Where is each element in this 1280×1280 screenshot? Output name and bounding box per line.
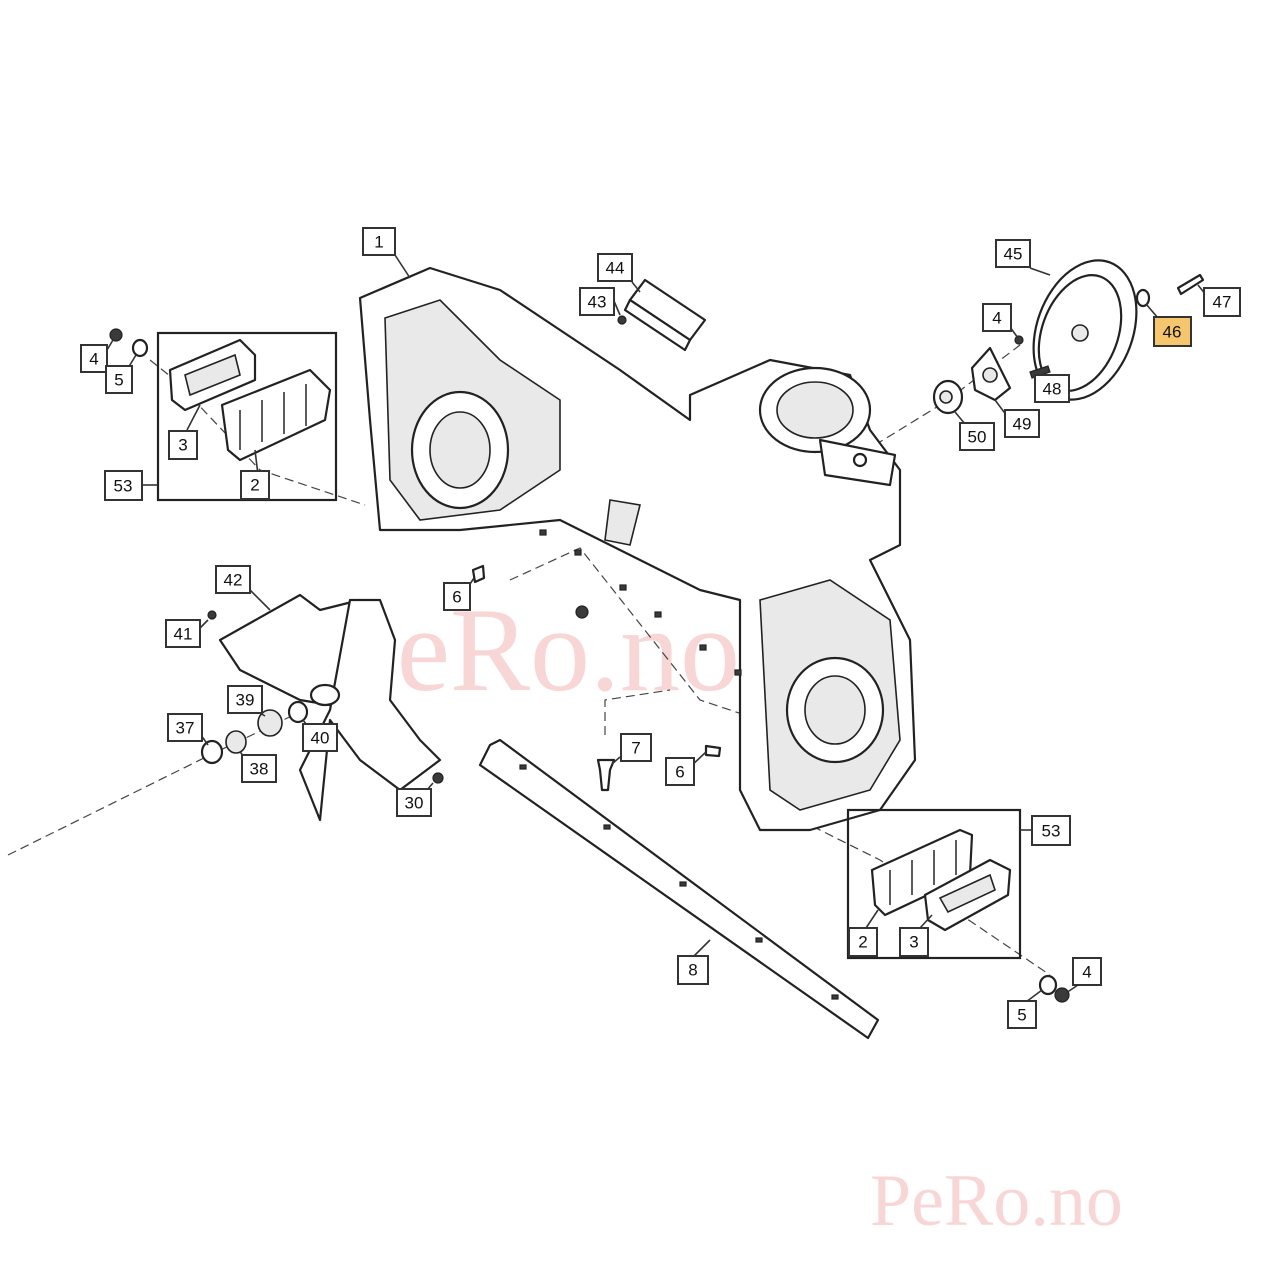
part-38-bearing — [225, 730, 247, 754]
callout-1: 1 — [362, 227, 396, 256]
svg-text:53: 53 — [1042, 822, 1061, 841]
nut-right — [1054, 987, 1070, 1003]
part-45-pulley — [1032, 259, 1138, 401]
svg-text:4: 4 — [89, 350, 98, 369]
svg-text:8: 8 — [688, 961, 697, 980]
svg-text:38: 38 — [250, 760, 269, 779]
svg-text:45: 45 — [1004, 245, 1023, 264]
svg-text:4: 4 — [992, 309, 1001, 328]
svg-text:42: 42 — [224, 571, 243, 590]
svg-text:5: 5 — [114, 371, 123, 390]
svg-text:3: 3 — [909, 933, 918, 952]
part-6-bolt-a — [471, 564, 486, 584]
center-watermark: PeRo.no — [330, 583, 740, 716]
svg-text:41: 41 — [174, 625, 193, 644]
svg-text:53: 53 — [114, 477, 133, 496]
svg-text:39: 39 — [236, 691, 255, 710]
svg-text:30: 30 — [405, 794, 424, 813]
callout-2-right: 2 — [848, 927, 878, 957]
callout-39: 39 — [227, 685, 263, 714]
callout-4-right: 4 — [1072, 957, 1102, 986]
callout-5-left: 5 — [105, 365, 133, 394]
callout-47: 47 — [1203, 287, 1241, 317]
callout-6-lower: 6 — [665, 757, 695, 786]
svg-text:37: 37 — [176, 719, 195, 738]
svg-text:43: 43 — [588, 293, 607, 312]
svg-text:5: 5 — [1017, 1006, 1026, 1025]
scraper-bar — [478, 738, 880, 1040]
kit-box-53-right — [846, 808, 1022, 960]
svg-text:47: 47 — [1213, 293, 1232, 312]
svg-text:50: 50 — [968, 428, 987, 447]
svg-text:6: 6 — [675, 763, 684, 782]
corner-watermark: PeRo.no — [870, 1160, 1123, 1242]
callout-3-right: 3 — [899, 927, 929, 957]
svg-text:3: 3 — [178, 436, 187, 455]
svg-text:49: 49 — [1013, 415, 1032, 434]
callout-46-highlighted: 46 — [1153, 316, 1192, 347]
callout-45: 45 — [995, 239, 1031, 268]
callout-30: 30 — [396, 788, 432, 817]
svg-text:7: 7 — [631, 739, 640, 758]
part-7-bolt — [596, 758, 616, 792]
bolt-row — [539, 529, 742, 676]
callout-40: 40 — [302, 723, 338, 752]
callout-42: 42 — [215, 565, 251, 594]
part-47-bolt — [1176, 273, 1205, 296]
callout-53-left: 53 — [104, 470, 143, 501]
svg-text:2: 2 — [250, 476, 259, 495]
callout-43: 43 — [579, 287, 615, 316]
part-39-bearing — [257, 709, 283, 737]
callout-48: 48 — [1034, 374, 1070, 403]
svg-text:46: 46 — [1163, 323, 1182, 342]
washer-right — [1038, 974, 1058, 996]
part-37-washer — [200, 739, 224, 765]
nut-left — [109, 328, 123, 342]
skid-plate-left — [220, 368, 332, 462]
callout-3-left: 3 — [168, 430, 198, 460]
callout-37: 37 — [167, 713, 203, 742]
callout-49: 49 — [1004, 409, 1040, 438]
svg-text:48: 48 — [1043, 380, 1062, 399]
svg-text:2: 2 — [858, 933, 867, 952]
svg-text:4: 4 — [1082, 963, 1091, 982]
part-44-bracket — [617, 278, 707, 352]
part-6-bolt-b — [704, 744, 722, 758]
part-46-washer — [1135, 288, 1151, 308]
svg-text:1: 1 — [374, 233, 383, 252]
callout-44: 44 — [597, 253, 633, 282]
part-30-nut — [432, 772, 444, 784]
callout-50: 50 — [959, 422, 995, 451]
svg-text:6: 6 — [452, 588, 461, 607]
callout-2-left: 2 — [240, 470, 270, 500]
auger-housing — [358, 266, 917, 832]
washer-left — [131, 338, 149, 358]
callout-41: 41 — [165, 619, 201, 648]
callout-5-right: 5 — [1007, 1000, 1037, 1029]
callout-38: 38 — [241, 754, 277, 783]
svg-text:44: 44 — [606, 259, 625, 278]
callout-6-upper: 6 — [443, 582, 471, 611]
callout-4-left: 4 — [80, 344, 108, 373]
callout-8: 8 — [677, 955, 709, 985]
callout-7: 7 — [620, 733, 652, 762]
callout-53-right: 53 — [1031, 815, 1071, 846]
part-40-washer — [287, 700, 309, 724]
svg-text:40: 40 — [311, 729, 330, 748]
callout-4-upper: 4 — [982, 303, 1012, 332]
impeller-assembly — [207, 593, 442, 822]
